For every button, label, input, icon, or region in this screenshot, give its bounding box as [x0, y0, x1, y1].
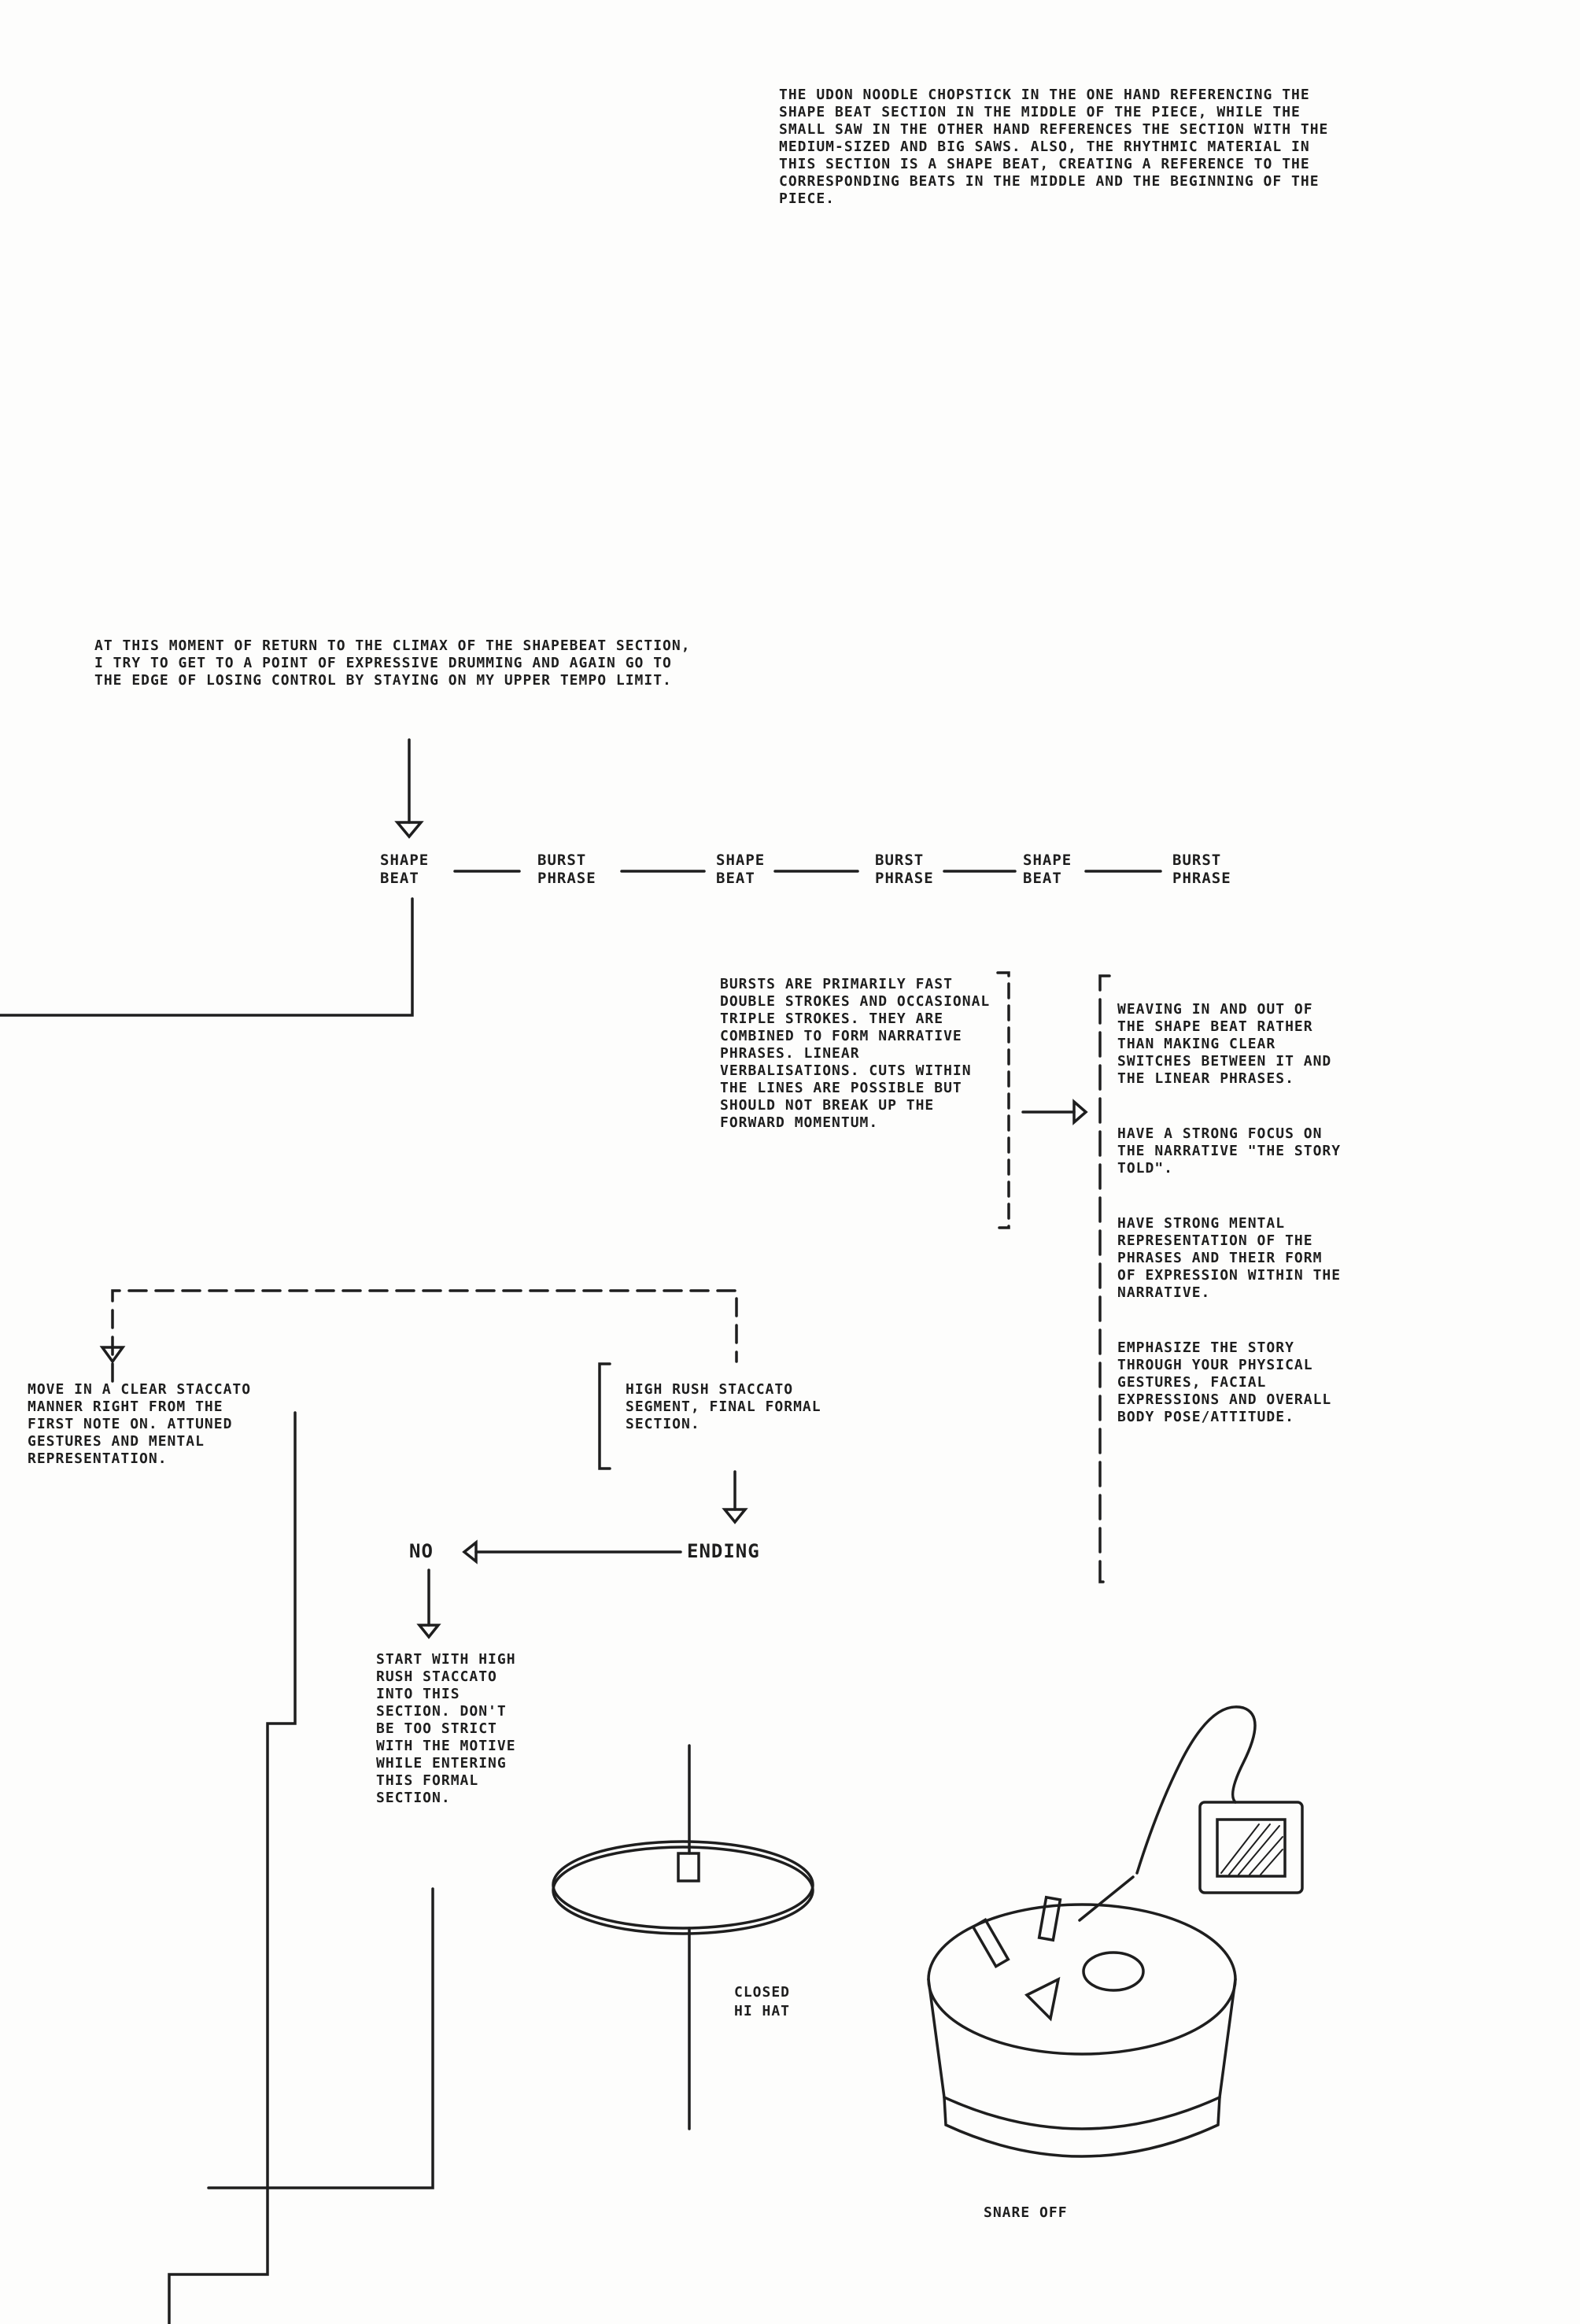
sequence-node-2: BURST PHRASE — [537, 852, 596, 887]
climax-note: AT THIS MOMENT OF RETURN TO THE CLIMAX O… — [94, 637, 691, 689]
snare-caption: SNARE OFF — [984, 2204, 1068, 2221]
sequence-node-3: SHAPE BEAT — [716, 852, 766, 887]
sequence-node-5: SHAPE BEAT — [1023, 852, 1072, 887]
sequence-node-1: SHAPE BEAT — [380, 852, 430, 887]
weaving-item: EMPHASIZE THE STORY THROUGH YOUR PHYSICA… — [1117, 1339, 1332, 1425]
weaving-notes: WEAVING IN AND OUT OF THE SHAPE BEAT RAT… — [1117, 984, 1346, 1464]
top-note: THE UDON NOODLE CHOPSTICK IN THE ONE HAN… — [779, 87, 1329, 207]
ending-node: ENDING — [687, 1540, 760, 1562]
sequence-node-6: BURST PHRASE — [1172, 852, 1231, 887]
bursts-note: BURSTS ARE PRIMARILY FAST DOUBLE STROKES… — [720, 976, 991, 1131]
no-node: NO — [409, 1540, 434, 1562]
weaving-item: WEAVING IN AND OUT OF THE SHAPE BEAT RAT… — [1117, 1001, 1332, 1087]
weaving-item: HAVE STRONG MENTAL REPRESENTATION OF THE… — [1117, 1215, 1342, 1301]
start-note: START WITH HIGH RUSH STACCATO INTO THIS … — [376, 1651, 516, 1806]
hihat-caption: CLOSED HI HAT — [734, 1984, 791, 2019]
high-rush-note: HIGH RUSH STACCATO SEGMENT, FINAL FORMAL… — [626, 1381, 821, 1432]
staccato-note: MOVE IN A CLEAR STACCATO MANNER RIGHT FR… — [28, 1381, 252, 1467]
arrowhead — [394, 821, 424, 839]
weaving-item: HAVE A STRONG FOCUS ON THE NARRATIVE "TH… — [1117, 1125, 1342, 1177]
sequence-node-4: BURST PHRASE — [875, 852, 934, 887]
